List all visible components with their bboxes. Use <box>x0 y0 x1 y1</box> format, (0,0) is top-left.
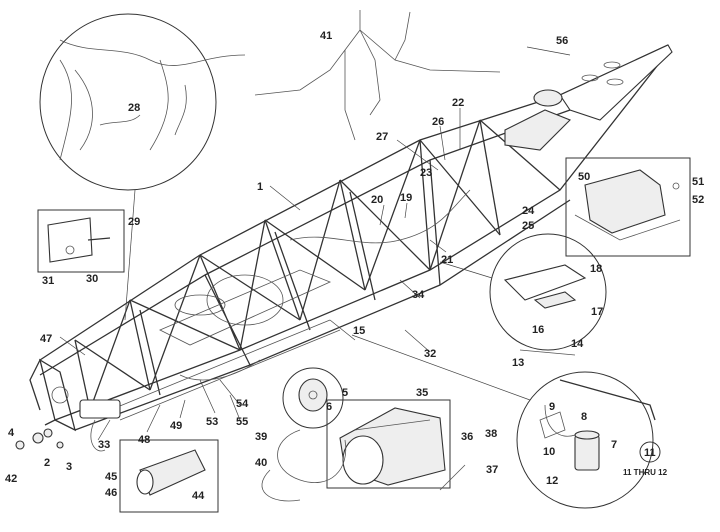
callout-50: 50 <box>578 171 590 183</box>
callout-16: 16 <box>532 324 544 336</box>
callout-55: 55 <box>236 416 248 428</box>
callout-range-note: 11 THRU 12 <box>623 468 668 477</box>
nose-hardware <box>15 349 576 452</box>
callout-circle-harness <box>39 13 246 321</box>
strainer-detail <box>351 334 656 509</box>
callout-41: 41 <box>320 30 332 42</box>
callout-10: 10 <box>543 446 555 458</box>
callout-42: 42 <box>5 473 17 485</box>
callout-labels: 1 2 3 4 5 6 7 8 9 10 11 11 THRU 12 12 13… <box>5 30 704 502</box>
callout-51: 51 <box>692 176 704 188</box>
seat-back-detail <box>565 157 691 257</box>
callout-52: 52 <box>692 194 704 206</box>
callout-23: 23 <box>420 167 432 179</box>
callout-32: 32 <box>424 348 436 360</box>
fuel-tank-detail <box>261 399 466 502</box>
callout-37: 37 <box>486 464 498 476</box>
callout-30: 30 <box>86 273 98 285</box>
callout-45: 45 <box>105 471 117 483</box>
callout-11-ring <box>639 441 661 463</box>
callout-8: 8 <box>581 411 587 423</box>
callout-33: 33 <box>98 439 110 451</box>
callout-39: 39 <box>255 431 267 443</box>
callout-22: 22 <box>452 97 464 109</box>
callout-17: 17 <box>591 306 603 318</box>
callout-19: 19 <box>400 192 412 204</box>
callout-24: 24 <box>522 205 535 217</box>
callout-3: 3 <box>66 461 72 473</box>
grommet-detail <box>282 367 344 429</box>
callout-44: 44 <box>192 490 205 502</box>
callout-46: 46 <box>105 487 117 499</box>
floor-bracket-detail <box>439 233 607 351</box>
callout-49: 49 <box>170 420 182 432</box>
callout-38: 38 <box>485 428 497 440</box>
callout-54: 54 <box>236 398 249 410</box>
callout-1: 1 <box>257 181 263 193</box>
leader-lines <box>59 46 571 441</box>
callout-56: 56 <box>556 35 568 47</box>
battery-box-detail <box>119 439 219 513</box>
callout-5: 5 <box>342 387 348 399</box>
callout-25: 25 <box>522 220 534 232</box>
callout-4: 4 <box>8 427 15 439</box>
callout-36: 36 <box>461 431 473 443</box>
callout-12: 12 <box>546 475 558 487</box>
callout-53: 53 <box>206 416 218 428</box>
callout-7: 7 <box>611 439 617 451</box>
callout-21: 21 <box>441 254 453 266</box>
harness-41 <box>254 10 501 141</box>
callout-15: 15 <box>353 325 365 337</box>
callout-31: 31 <box>42 275 54 287</box>
callout-6: 6 <box>326 401 332 413</box>
callout-11: 11 <box>644 447 656 459</box>
callout-2: 2 <box>44 457 50 469</box>
callout-28: 28 <box>128 102 140 114</box>
callout-40: 40 <box>255 457 267 469</box>
callout-47: 47 <box>40 333 52 345</box>
callout-20: 20 <box>371 194 383 206</box>
fuselage-truss <box>29 44 673 432</box>
callout-14: 14 <box>571 338 584 350</box>
callout-34: 34 <box>412 289 425 301</box>
callout-9: 9 <box>549 401 555 413</box>
callout-18: 18 <box>590 263 602 275</box>
callout-35: 35 <box>416 387 428 399</box>
callout-29: 29 <box>128 216 140 228</box>
callout-27: 27 <box>376 131 388 143</box>
bracket-detail <box>37 209 125 273</box>
callout-26: 26 <box>432 116 444 128</box>
callout-13: 13 <box>512 357 524 369</box>
callout-48: 48 <box>138 434 150 446</box>
